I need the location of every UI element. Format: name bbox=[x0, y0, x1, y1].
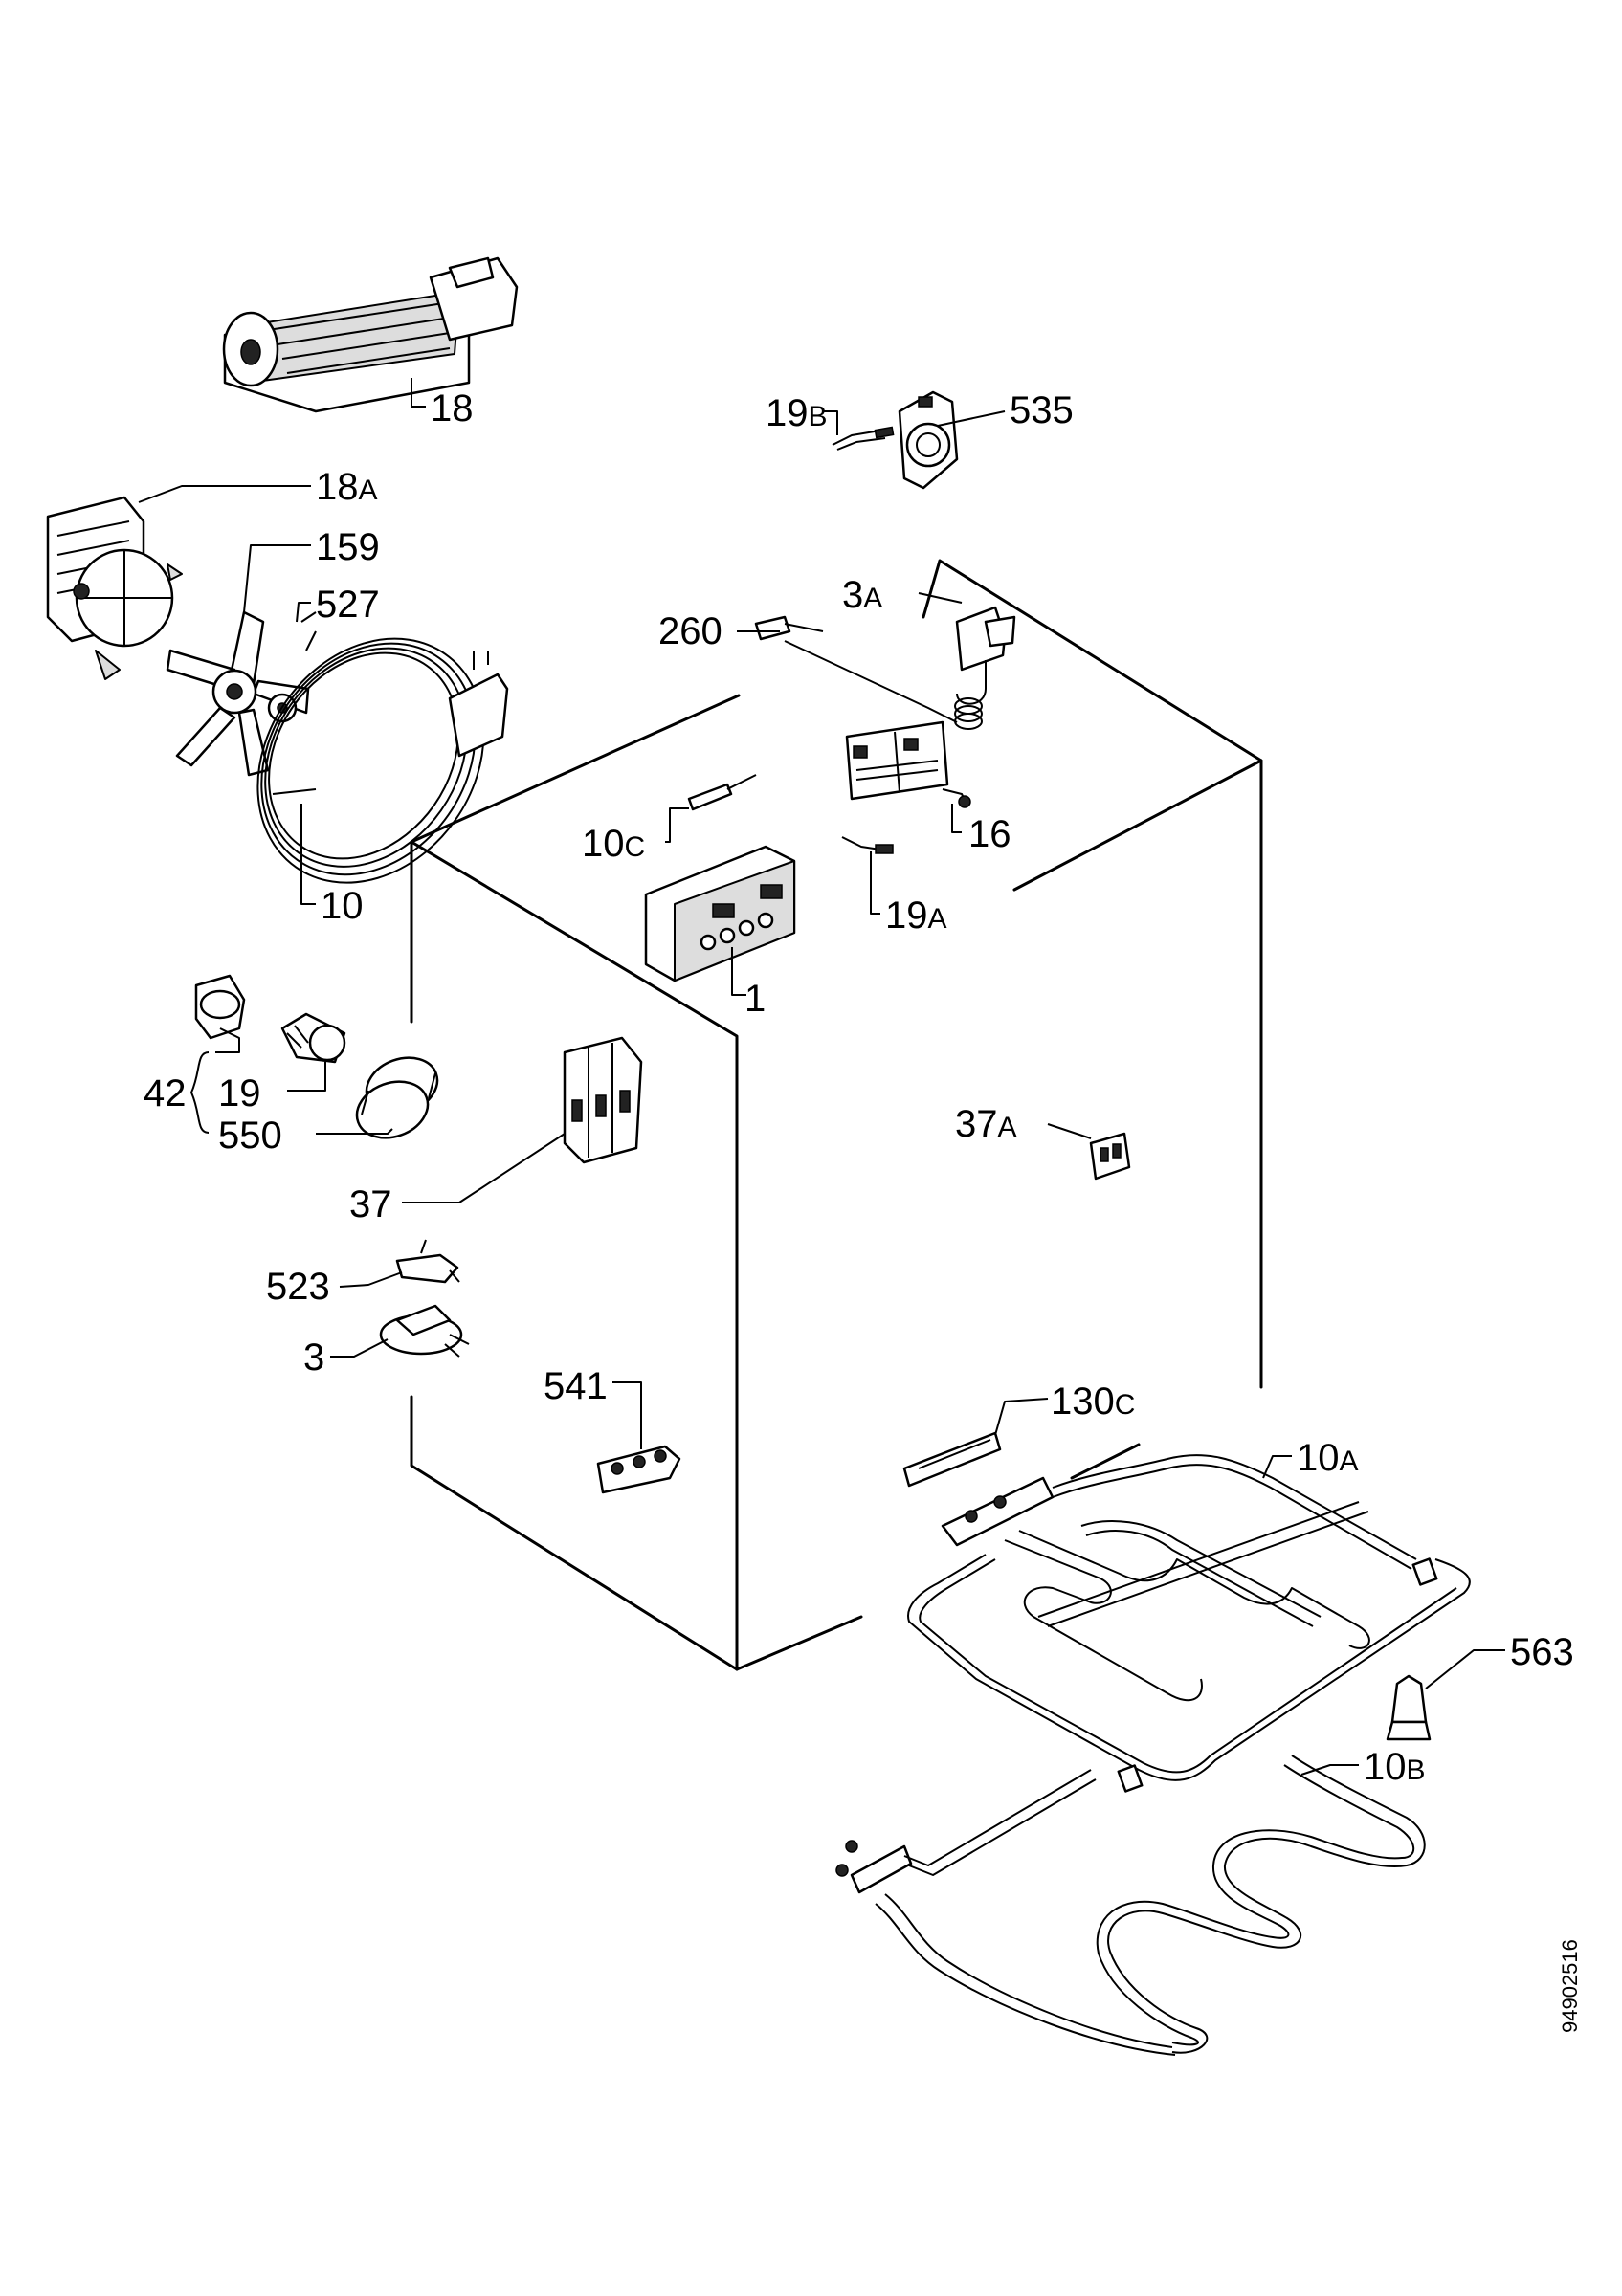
safety-thermostat-part-3 bbox=[379, 1304, 470, 1358]
label-130c: 130C bbox=[1051, 1380, 1135, 1423]
label-18a: 18A bbox=[316, 466, 378, 508]
label-16: 16 bbox=[968, 813, 1011, 855]
leader-lines bbox=[138, 378, 1505, 1776]
door-switch-part-37a bbox=[1089, 1132, 1131, 1181]
label-535: 535 bbox=[1010, 389, 1074, 431]
label-10: 10 bbox=[321, 885, 364, 927]
label-563: 563 bbox=[1510, 1631, 1574, 1673]
label-3: 3 bbox=[303, 1336, 324, 1379]
circular-element-part-10 bbox=[256, 637, 509, 884]
label-19: 19 bbox=[218, 1072, 261, 1115]
cap-part-563 bbox=[1386, 1674, 1432, 1741]
bottom-element-part-10b bbox=[835, 1755, 1426, 2056]
wire-connector-part-19b bbox=[832, 426, 895, 451]
label-527: 527 bbox=[316, 584, 380, 626]
thermostat-part-3a bbox=[784, 606, 1016, 730]
terminal-block-part-37 bbox=[563, 1036, 643, 1164]
label-18: 18 bbox=[431, 387, 474, 430]
plate-part-130c bbox=[902, 1431, 1002, 1488]
lamp-wire-part-19a bbox=[841, 836, 894, 854]
label-550: 550 bbox=[218, 1115, 282, 1157]
label-37a: 37A bbox=[955, 1103, 1017, 1145]
insert-part-10c bbox=[687, 774, 757, 811]
label-19b: 19B bbox=[766, 392, 828, 434]
fan-blade-part-159 bbox=[166, 610, 310, 777]
bracket-part-541 bbox=[596, 1445, 681, 1494]
label-10b: 10B bbox=[1364, 1746, 1426, 1788]
label-3a: 3A bbox=[842, 574, 882, 616]
label-523: 523 bbox=[266, 1266, 330, 1308]
label-37: 37 bbox=[349, 1183, 392, 1225]
lamp-bulb-part-19 bbox=[280, 1012, 346, 1064]
timer-clock-part-1 bbox=[644, 845, 796, 982]
grill-element-part-10a bbox=[907, 1454, 1471, 1793]
label-10a: 10A bbox=[1297, 1437, 1359, 1479]
nut-part-527 bbox=[267, 611, 317, 723]
label-159: 159 bbox=[316, 526, 380, 568]
document-number: 94902516 bbox=[1558, 1939, 1582, 2033]
lamp-holder-part-42 bbox=[194, 974, 246, 1040]
sensor-part-260 bbox=[754, 615, 824, 641]
label-42: 42 bbox=[144, 1072, 187, 1115]
lamp-cover-part-550 bbox=[355, 1056, 439, 1139]
label-541: 541 bbox=[544, 1365, 608, 1407]
lamp-socket-part-535 bbox=[898, 390, 959, 490]
tangential-fan-part-18 bbox=[222, 256, 519, 413]
label-10c: 10C bbox=[582, 823, 645, 865]
clip-part-523 bbox=[395, 1239, 460, 1284]
selector-switch-part-16 bbox=[845, 720, 971, 808]
label-260: 260 bbox=[658, 610, 722, 652]
fan-motor-part-18a bbox=[46, 496, 183, 680]
label-19a: 19A bbox=[885, 894, 947, 937]
label-1: 1 bbox=[744, 978, 766, 1020]
oven-cabinet-outline bbox=[410, 559, 1263, 1671]
